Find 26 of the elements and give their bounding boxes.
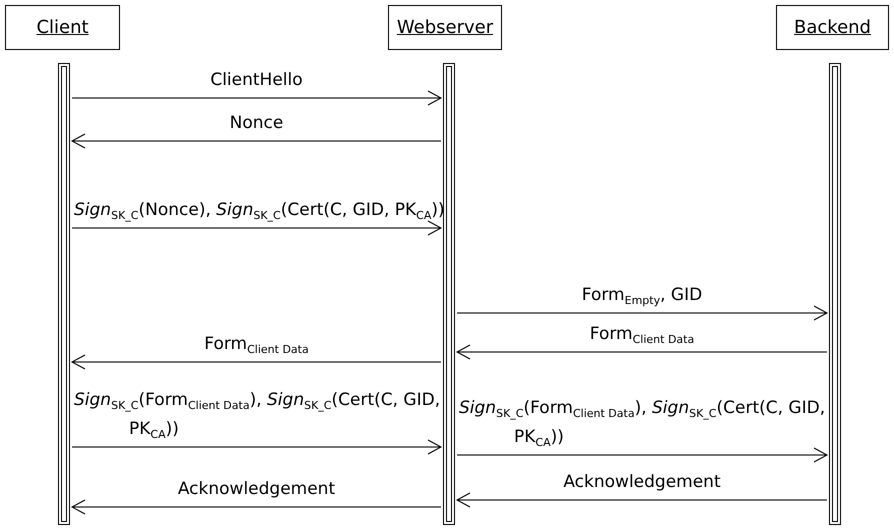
message-arrow	[72, 134, 442, 148]
message-arrow	[456, 492, 828, 508]
message-label: ClientHello	[210, 69, 303, 92]
participant-box: Backend	[776, 5, 889, 50]
message-label: Form$_{Empty}$, GID	[582, 284, 702, 309]
lifeline-bar	[58, 63, 70, 525]
lifeline-bar	[443, 63, 455, 525]
message-label: Acknowledgement	[563, 471, 721, 494]
message-arrow	[72, 354, 442, 370]
message-arrow	[456, 448, 828, 462]
message-arrow	[456, 306, 828, 320]
message-label: Sign$_{SK_C}$(Form$_{Client Data}$), Sign$_{SK_C}$(Cert(C, GID, PK$_{CA}$))	[74, 389, 442, 443]
message-arrow	[72, 220, 442, 236]
participant-box: Client	[5, 5, 120, 50]
message-label: Acknowledgement	[178, 478, 336, 501]
message-arrow	[72, 90, 442, 106]
message-label: Nonce	[230, 112, 284, 135]
message-label: Form$_{Client Data}$	[590, 323, 694, 348]
participant-box: Webserver	[388, 5, 502, 50]
message-arrow	[72, 500, 442, 514]
lifeline-bar	[829, 63, 841, 525]
message-label: Sign$_{SK_C}$(Form$_{Client Data}$), Sign$_{SK_C}$(Cert(C, GID, PK$_{CA}$))	[459, 397, 826, 451]
message-arrow	[72, 440, 442, 454]
message-arrow	[456, 344, 828, 360]
message-label: Sign$_{SK_C}$(Nonce), Sign$_{SK_C}$(Cert(C, GID, PK$_{CA}$))	[74, 199, 446, 224]
message-label: Form$_{Client Data}$	[204, 333, 309, 358]
